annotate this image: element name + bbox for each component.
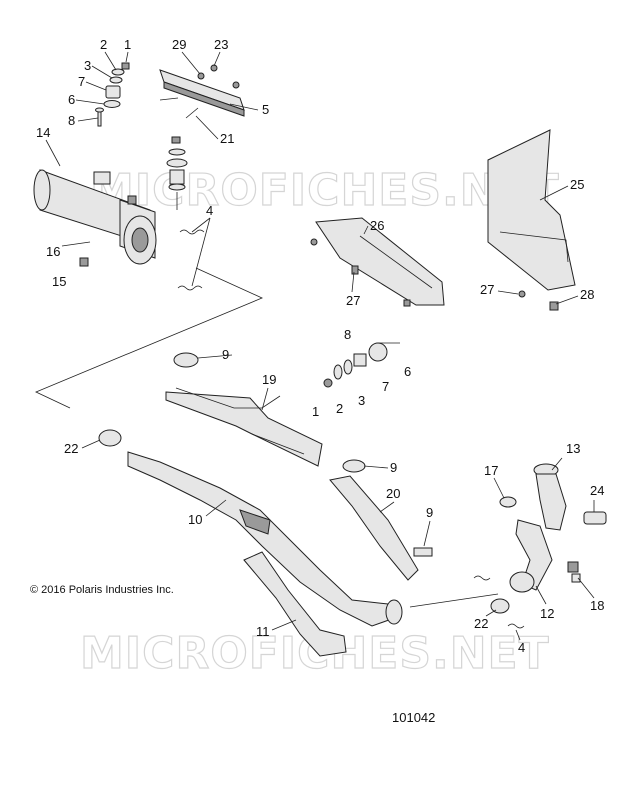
callout-6-top: 6 <box>68 92 75 107</box>
copyright-text: © 2016 Polaris Industries Inc. <box>30 584 174 596</box>
callout-27-mid: 27 <box>346 293 360 308</box>
pipe-20 <box>329 475 419 581</box>
callout-2-top: 2 <box>100 37 107 52</box>
callout-3-mid: 3 <box>358 393 365 408</box>
callout-29: 29 <box>172 37 186 52</box>
spring-lower <box>507 623 525 629</box>
heat-shield-large <box>487 129 576 311</box>
gasket-22-left <box>98 429 122 447</box>
heat-shield-small <box>310 217 445 307</box>
callout-8-top: 8 <box>68 113 75 128</box>
muffler-fasteners <box>61 241 91 267</box>
callout-11: 11 <box>256 624 270 639</box>
callout-20: 20 <box>386 486 400 501</box>
callout-25: 25 <box>570 177 584 192</box>
callout-8-mid: 8 <box>344 327 351 342</box>
callout-19: 19 <box>262 372 276 387</box>
callout-23: 23 <box>214 37 228 52</box>
callouts: 1 2 3 7 6 8 29 23 5 21 14 4 16 15 25 26 … <box>36 37 604 655</box>
callout-4-top: 4 <box>206 203 213 218</box>
callout-10: 10 <box>188 512 202 527</box>
leader-lines <box>45 51 595 641</box>
callout-27-right: 27 <box>480 282 494 297</box>
muffler <box>33 169 157 265</box>
callout-5: 5 <box>262 102 269 117</box>
callout-14: 14 <box>36 125 50 140</box>
callout-12: 12 <box>540 606 554 621</box>
spring-mid <box>473 575 491 581</box>
callout-28: 28 <box>580 287 594 302</box>
callout-22-right: 22 <box>474 616 488 631</box>
callout-26: 26 <box>370 218 384 233</box>
callout-16: 16 <box>46 244 60 259</box>
clamp-small <box>413 547 433 557</box>
callout-1-mid: 1 <box>312 404 319 419</box>
pipe-11 <box>243 551 347 657</box>
callout-17: 17 <box>484 463 498 478</box>
muffler-mount-stack <box>166 136 188 210</box>
heat-shield-bracket <box>159 64 245 119</box>
routing-line-right <box>409 593 499 608</box>
clamp-mid <box>342 459 366 473</box>
callout-1-top: 1 <box>124 37 131 52</box>
routing-line-left <box>35 267 264 409</box>
callout-9-top: 9 <box>222 347 229 362</box>
callout-7-top: 7 <box>78 74 85 89</box>
callout-24: 24 <box>590 483 604 498</box>
clamp-upper <box>173 352 199 368</box>
header-pipe <box>127 451 403 627</box>
fasteners-18 <box>567 561 581 583</box>
callout-3-top: 3 <box>84 58 91 73</box>
callout-4-low: 4 <box>518 640 525 655</box>
pipe-19 <box>165 387 323 467</box>
spring-upper <box>177 229 205 291</box>
callout-9-low: 9 <box>426 505 433 520</box>
callout-21: 21 <box>220 131 234 146</box>
callout-6-mid: 6 <box>404 364 411 379</box>
callout-15: 15 <box>52 274 66 289</box>
callout-13: 13 <box>566 441 580 456</box>
callout-18: 18 <box>590 598 604 613</box>
watermark-top: MICROFICHES.NET <box>90 165 560 216</box>
callout-2-mid: 2 <box>336 401 343 416</box>
gasket-17 <box>499 496 517 508</box>
figure-number: 101042 <box>392 710 435 725</box>
part-24 <box>583 511 607 525</box>
mount-hardware-stack-top <box>95 62 130 127</box>
mount-hardware-stack-mid <box>323 342 400 388</box>
callout-7-mid: 7 <box>382 379 389 394</box>
callout-22-left: 22 <box>64 441 78 456</box>
callout-9-mid: 9 <box>390 460 397 475</box>
outlet-elbow <box>490 463 567 614</box>
